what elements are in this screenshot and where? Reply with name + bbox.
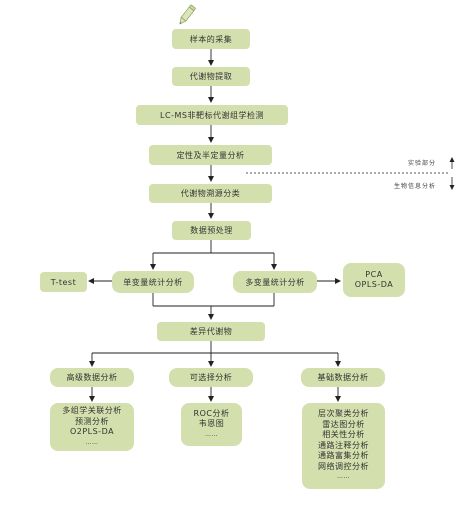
list-item: 雷达图分析 <box>322 419 365 429</box>
lcms-box: LC-MS非靶标代谢组学检测 <box>136 105 288 125</box>
ttest-box: T-test <box>40 272 87 292</box>
diff-label: 差异代谢物 <box>189 327 233 336</box>
list-item: 预测分析 <box>75 416 109 426</box>
multivariate-label: 多变量统计分析 <box>245 277 305 287</box>
pca-box: PCA OPLS-DA <box>343 263 405 297</box>
pencil-icon <box>179 4 196 25</box>
list-item: ROC分析 <box>193 408 230 418</box>
sampling-label: 样本的采集 <box>189 34 233 44</box>
optional-box: 可选择分析 <box>169 368 253 387</box>
list-item: 多组学关联分析 <box>62 406 122 415</box>
source-box: 代谢物溯源分类 <box>149 184 272 203</box>
basic-items-box: 层次聚类分析 雷达图分析 相关性分析 通路注释分析 通路富集分析 网络调控分析 … <box>302 403 385 489</box>
univariate-label: 单变量统计分析 <box>123 277 183 287</box>
extraction-box: 代谢物提取 <box>172 67 250 86</box>
basic-box: 基础数据分析 <box>301 368 385 387</box>
list-item: 通路注释分析 <box>318 440 369 450</box>
preprocess-box: 数据预处理 <box>172 221 251 240</box>
diff-box: 差异代谢物 <box>157 322 265 341</box>
experiment-label: 实验部分 <box>408 160 437 167</box>
oplsda-label: OPLS-DA <box>354 280 394 289</box>
list-item: …… <box>85 438 99 446</box>
preprocess-label: 数据预处理 <box>190 226 233 235</box>
basic-label: 基础数据分析 <box>317 373 369 382</box>
source-label: 代谢物溯源分类 <box>180 189 241 198</box>
quant-label: 定性及半定量分析 <box>176 150 245 160</box>
list-item: 网络调控分析 <box>318 461 369 471</box>
sampling-box: 样本的采集 <box>172 29 250 49</box>
optional-items-box: ROC分析 韦恩图 …… <box>181 403 242 446</box>
list-item: …… <box>337 473 350 481</box>
list-item: 层次聚类分析 <box>318 409 369 419</box>
advanced-label: 高级数据分析 <box>66 373 118 382</box>
advanced-box: 高级数据分析 <box>50 368 134 387</box>
lcms-label: LC-MS非靶标代谢组学检测 <box>160 110 264 120</box>
quant-box: 定性及半定量分析 <box>149 145 272 165</box>
univariate-box: 单变量统计分析 <box>112 271 194 293</box>
list-item: …… <box>205 430 218 438</box>
pca-label: PCA <box>365 269 383 279</box>
ttest-label: T-test <box>50 277 77 287</box>
extraction-label: 代谢物提取 <box>189 72 233 81</box>
multivariate-box: 多变量统计分析 <box>233 271 317 293</box>
optional-label: 可选择分析 <box>189 373 233 382</box>
list-item: 通路富集分析 <box>318 451 369 461</box>
bioinfo-label: 生物信息分析 <box>394 183 437 190</box>
list-item: O2PLS-DA <box>69 427 115 436</box>
advanced-items-box: 多组学关联分析 预测分析 O2PLS-DA …… <box>50 403 134 451</box>
list-item: 韦恩图 <box>198 419 225 429</box>
list-item: 相关性分析 <box>322 430 365 440</box>
